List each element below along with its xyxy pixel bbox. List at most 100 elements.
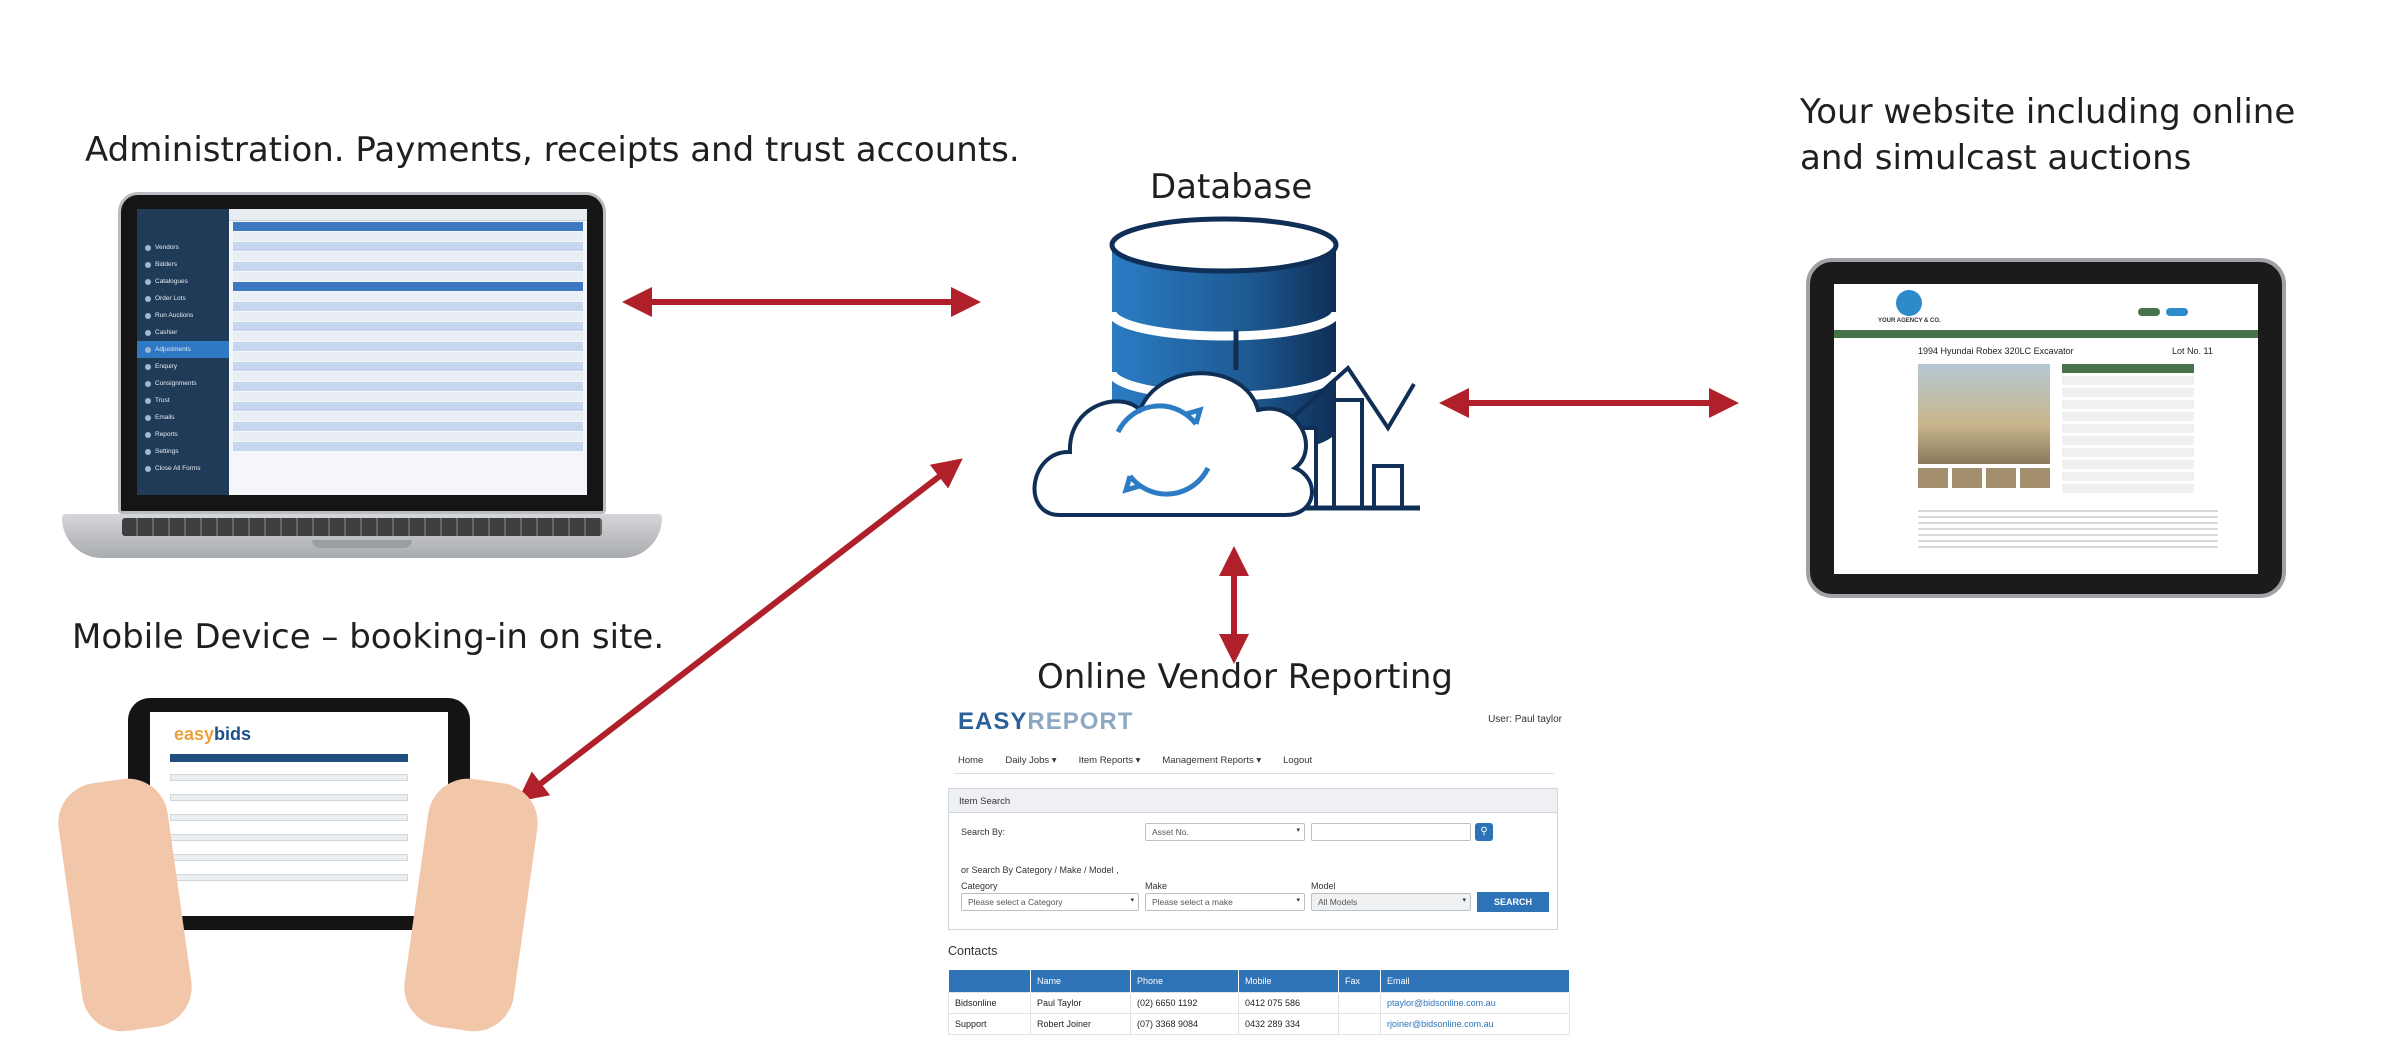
sidebar-item-label: Reports xyxy=(155,431,178,438)
menu-bullet-icon xyxy=(145,363,151,370)
search-by-label: Search By: xyxy=(961,827,1006,837)
menu-bullet-icon xyxy=(145,312,151,319)
product-details-header xyxy=(2062,364,2194,373)
lot-thumbnails[interactable] xyxy=(1918,468,2050,488)
mobile-form-field[interactable] xyxy=(170,834,408,841)
sidebar-item-consignments[interactable]: Consignments xyxy=(137,375,229,392)
table-header: Phone xyxy=(1130,970,1239,992)
sidebar-item-close-all-forms[interactable]: Close All Forms xyxy=(137,460,229,477)
sidebar-item-label: Consignments xyxy=(155,380,197,387)
sidebar-item-enquiry[interactable]: Enquiry xyxy=(137,358,229,375)
caption-database: Database xyxy=(1150,167,1313,207)
menu-item-logout[interactable]: Logout xyxy=(1283,755,1313,766)
menu-bullet-icon xyxy=(145,465,151,472)
model-select[interactable]: All Models▾ xyxy=(1311,893,1471,911)
menu-bullet-icon xyxy=(145,295,151,302)
table-row: Bidsonline Paul Taylor (02) 6650 1192 04… xyxy=(948,991,1570,1014)
sidebar-item-reports[interactable]: Reports xyxy=(137,426,229,443)
menu-bullet-icon xyxy=(145,397,151,404)
easybids-logo: easybids xyxy=(174,724,252,744)
arrow-database-mobile xyxy=(517,458,963,802)
sidebar-item-label: Order Lots xyxy=(155,295,186,302)
laptop-notch xyxy=(312,540,412,548)
easyreport-portal: EASYREPORT User: Paul taylor Home Daily … xyxy=(940,700,1570,1040)
tablet-website: YOUR AGENCY & CO. 1994 Hyundai Robex 320… xyxy=(1806,258,2286,598)
sidebar-item-label: Adjustments xyxy=(155,346,191,353)
make-select[interactable]: Please select a make▾ xyxy=(1145,893,1305,911)
sidebar-item-cashier[interactable]: Cashier xyxy=(137,324,229,341)
signup-button[interactable] xyxy=(2166,308,2188,316)
cloud-sync-icon xyxy=(1032,371,1314,517)
sidebar-item-vendors[interactable]: Vendors xyxy=(137,239,229,256)
table-header: Fax xyxy=(1338,970,1381,992)
sidebar-item-label: Run Auctions xyxy=(155,312,194,319)
mobile-form-field[interactable] xyxy=(170,854,408,861)
contacts-title: Contacts xyxy=(948,944,998,958)
login-button[interactable] xyxy=(2138,308,2160,316)
lot-number: Lot No. 11 xyxy=(2172,346,2213,356)
sidebar-item-settings[interactable]: Settings xyxy=(137,443,229,460)
search-icon[interactable]: ⚲ xyxy=(1475,823,1493,841)
sidebar-item-adjustments[interactable]: Adjustments xyxy=(137,341,229,358)
category-select[interactable]: Please select a Category▾ xyxy=(961,893,1139,911)
menu-item-daily-jobs[interactable]: Daily Jobs ▾ xyxy=(1005,755,1057,766)
menu-bullet-icon xyxy=(145,261,151,268)
current-user: User: Paul taylor xyxy=(1488,714,1562,725)
sidebar-item-trust[interactable]: Trust xyxy=(137,392,229,409)
lot-photo[interactable] xyxy=(1918,364,2050,464)
menu-bullet-icon xyxy=(145,329,151,336)
mobile-form-field[interactable] xyxy=(170,814,408,821)
product-details-table xyxy=(2062,376,2194,496)
admin-main-panel xyxy=(229,209,587,495)
sidebar-item-label: Close All Forms xyxy=(155,465,201,472)
mobile-form-field[interactable] xyxy=(170,874,408,881)
lot-description xyxy=(1918,510,2218,550)
search-input[interactable] xyxy=(1311,823,1471,841)
sidebar-item-emails[interactable]: Emails xyxy=(137,409,229,426)
easyreport-logo: EASYREPORT xyxy=(958,708,1134,735)
search-by-select[interactable]: Asset No.▾ xyxy=(1145,823,1305,841)
menu-item-home[interactable]: Home xyxy=(958,755,984,766)
menu-item-management-reports[interactable]: Management Reports ▾ xyxy=(1162,755,1262,766)
sidebar-item-bidders[interactable]: Bidders xyxy=(137,256,229,273)
mobile-form-field[interactable] xyxy=(170,774,408,781)
sidebar-item-label: Emails xyxy=(155,414,175,421)
admin-window-title xyxy=(229,209,587,221)
website-nav-bar[interactable] xyxy=(1834,330,2258,338)
menu-item-item-reports[interactable]: Item Reports ▾ xyxy=(1078,755,1141,766)
menu-bullet-icon xyxy=(145,431,151,438)
table-header: Mobile xyxy=(1238,970,1339,992)
mobile-device-body: easybids xyxy=(128,698,470,930)
website-screen: YOUR AGENCY & CO. 1994 Hyundai Robex 320… xyxy=(1834,284,2258,574)
sidebar-item-order-lots[interactable]: Order Lots xyxy=(137,290,229,307)
sidebar-item-label: Bidders xyxy=(155,261,178,268)
menu-bullet-icon xyxy=(145,244,151,251)
menu-bullet-icon xyxy=(145,448,151,455)
caption-website: Your website including online and simulc… xyxy=(1800,92,2296,178)
email-link[interactable]: ptaylor@bidsonline.com.au xyxy=(1380,991,1570,1014)
mobile-form-field[interactable] xyxy=(170,794,408,801)
menu-bullet-icon xyxy=(145,278,151,285)
agency-logo-icon xyxy=(1896,290,1922,316)
sidebar-item-run-auctions[interactable]: Run Auctions xyxy=(137,307,229,324)
sidebar-item-label: Settings xyxy=(155,448,179,455)
table-header: Name xyxy=(1030,970,1131,992)
email-link[interactable]: rjoiner@bidsonline.com.au xyxy=(1380,1012,1570,1035)
sidebar-item-catalogues[interactable]: Catalogues xyxy=(137,273,229,290)
contacts-table: Name Phone Mobile Fax Email Bidsonline P… xyxy=(948,970,1570,1035)
table-header xyxy=(948,970,1031,992)
search-button[interactable]: SEARCH xyxy=(1477,892,1549,912)
lot-title: 1994 Hyundai Robex 320LC Excavator xyxy=(1918,346,2074,356)
item-search-panel: Item Search Search By: Asset No.▾ ⚲ or S… xyxy=(948,788,1558,930)
category-label: Category xyxy=(961,881,998,891)
menu-bullet-icon xyxy=(145,380,151,387)
sidebar-item-label: Catalogues xyxy=(155,278,188,285)
sidebar-item-label: Enquiry xyxy=(155,363,178,370)
agency-name: YOUR AGENCY & CO. xyxy=(1878,318,1941,324)
mobile-screen: easybids xyxy=(150,712,448,916)
mobile-form-header xyxy=(170,754,408,762)
menu-bullet-icon xyxy=(145,346,151,353)
